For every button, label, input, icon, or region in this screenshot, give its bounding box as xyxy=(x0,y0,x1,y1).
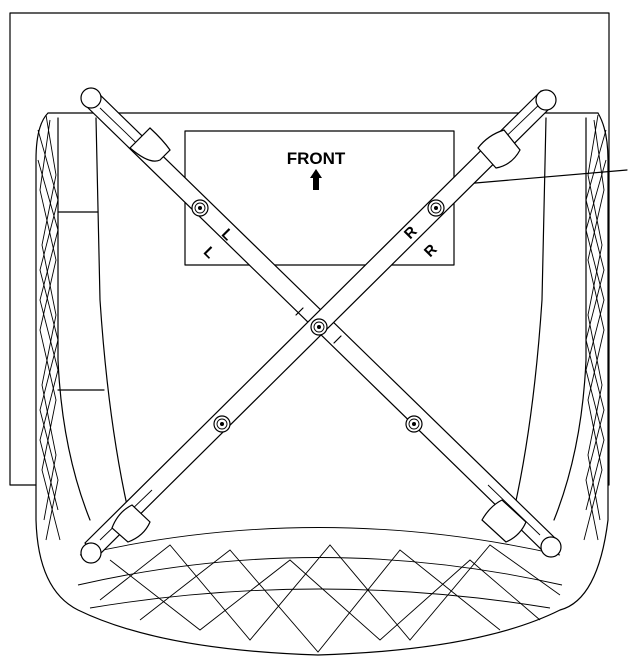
screw-icon xyxy=(310,318,328,336)
screw-icon xyxy=(213,415,231,433)
screw-icon xyxy=(427,199,445,217)
screw-group xyxy=(191,199,445,433)
screw-icon xyxy=(191,199,209,217)
front-label: FRONT xyxy=(287,149,346,168)
screw-icon xyxy=(405,415,423,433)
leg-foot-top-left xyxy=(80,87,102,109)
chair-seat xyxy=(35,112,609,656)
up-arrow-icon xyxy=(310,169,322,190)
leg-foot-bottom-left xyxy=(80,542,102,564)
leg-foot-top-right xyxy=(535,89,557,111)
leg-foot-bottom-right xyxy=(540,536,562,558)
leader-line xyxy=(451,169,628,186)
